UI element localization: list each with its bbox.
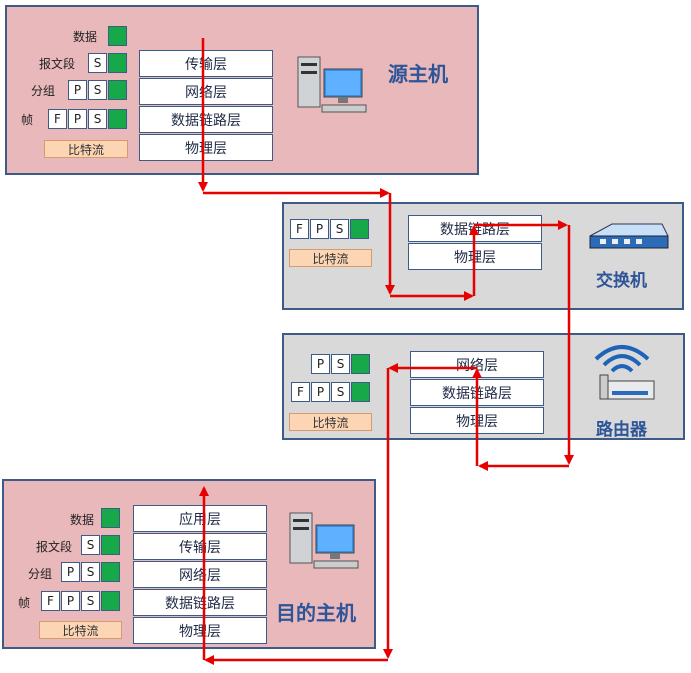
bitstream-label: 比特流 (289, 413, 372, 431)
router-title: 路由器 (596, 420, 647, 440)
header-p: P (311, 354, 330, 374)
header-f: F (48, 109, 67, 129)
label-data: 数据 (72, 30, 97, 44)
data-block (101, 508, 120, 528)
data-unit (101, 508, 120, 528)
header-f: F (290, 219, 309, 239)
segment-unit: S (81, 535, 120, 555)
data-block (101, 535, 120, 555)
layer-datalink: 数据链路层 (133, 589, 267, 616)
packet-unit: P S (311, 354, 370, 374)
bitstream-label: 比特流 (44, 140, 128, 158)
header-p: P (68, 80, 87, 100)
layer-transport: 传输层 (139, 50, 273, 77)
packet-unit: P S (68, 80, 127, 100)
data-unit (108, 26, 127, 46)
header-s: S (88, 109, 107, 129)
frame-unit: F P S (48, 109, 127, 129)
header-s: S (81, 535, 100, 555)
layer-physical: 物理层 (139, 134, 273, 161)
header-p: P (61, 591, 80, 611)
frame-unit: F P S (291, 382, 370, 402)
data-block (108, 26, 127, 46)
frame-unit: F P S (290, 219, 369, 239)
layer-application: 应用层 (133, 505, 267, 532)
header-p: P (61, 562, 80, 582)
header-s: S (331, 354, 350, 374)
header-f: F (41, 591, 60, 611)
bitstream-label: 比特流 (39, 621, 122, 639)
data-block (351, 382, 370, 402)
source-host-panel: 数据 报文段 S 分组 P S 帧 F P S 比特流 传输层 网络层 数据链路… (5, 5, 479, 175)
label-data: 数据 (69, 513, 94, 527)
header-p: P (311, 382, 330, 402)
header-s: S (331, 382, 350, 402)
header-s: S (81, 562, 100, 582)
label-segment: 报文段 (38, 57, 75, 71)
data-block (108, 80, 127, 100)
data-block (101, 562, 120, 582)
dest-host-panel: 数据 报文段 S 分组 P S 帧 F P S 比特流 应用层 传输层 网络层 … (2, 479, 376, 649)
header-p: P (310, 219, 329, 239)
label-packet: 分组 (30, 84, 55, 98)
layer-physical: 物理层 (133, 617, 267, 644)
layer-datalink: 数据链路层 (139, 106, 273, 133)
header-s: S (330, 219, 349, 239)
layer-network: 网络层 (133, 561, 267, 588)
router-icon (594, 345, 655, 400)
data-block (108, 109, 127, 129)
data-block (350, 219, 369, 239)
switch-title: 交换机 (596, 271, 647, 291)
computer-icon (289, 512, 359, 569)
header-f: F (291, 382, 310, 402)
label-segment: 报文段 (35, 540, 72, 554)
data-block (101, 591, 120, 611)
bitstream-label: 比特流 (289, 249, 372, 267)
segment-unit: S (88, 53, 127, 73)
packet-unit: P S (61, 562, 120, 582)
label-packet: 分组 (27, 567, 52, 581)
data-block (108, 53, 127, 73)
source-host-title: 源主机 (388, 62, 448, 86)
dest-host-title: 目的主机 (276, 601, 356, 625)
header-s: S (88, 53, 107, 73)
label-frame: 帧 (17, 596, 30, 610)
layer-network: 网络层 (139, 78, 273, 105)
layer-transport: 传输层 (133, 533, 267, 560)
data-block (351, 354, 370, 374)
label-frame: 帧 (20, 113, 33, 127)
switch-icon (589, 223, 669, 249)
header-s: S (81, 591, 100, 611)
frame-unit: F P S (41, 591, 120, 611)
header-s: S (88, 80, 107, 100)
computer-icon (297, 56, 367, 113)
header-p: P (68, 109, 87, 129)
